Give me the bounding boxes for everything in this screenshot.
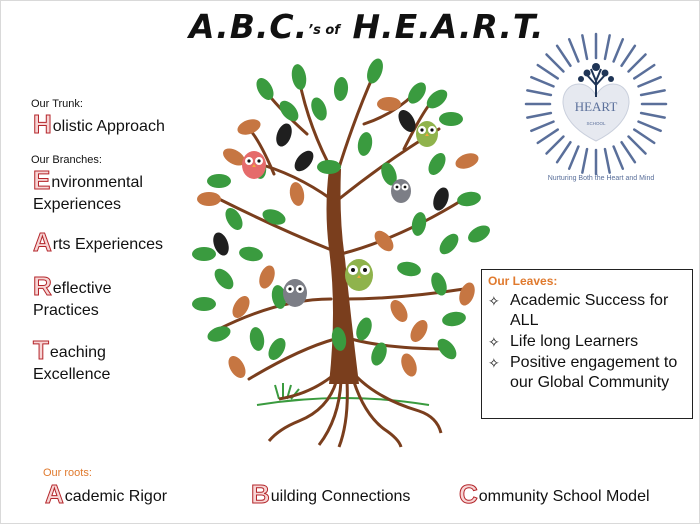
sunburst-ray bbox=[545, 135, 565, 155]
title-part2: ’s of bbox=[308, 23, 340, 38]
root-cap-letter: C bbox=[459, 479, 479, 509]
title-part3: H.E.A.R.T. bbox=[352, 7, 545, 46]
sunburst-ray bbox=[627, 135, 647, 155]
branch-item-teaching: Teaching Excellence bbox=[33, 337, 111, 386]
leaf-text: Positive engagement to our Global Commun… bbox=[510, 354, 678, 391]
branch-line2: Excellence bbox=[33, 366, 111, 383]
sunburst-ray bbox=[526, 89, 553, 97]
owl-icon-green-top bbox=[416, 121, 438, 147]
title-part1: A.B.C. bbox=[189, 7, 309, 46]
root-text: uilding Connections bbox=[270, 488, 411, 505]
star-bullet-icon: ✧ bbox=[488, 293, 500, 309]
owl-icon-red bbox=[242, 151, 266, 179]
sunburst-ray bbox=[526, 111, 553, 119]
branch-line1: nvironmental bbox=[51, 174, 143, 191]
branches-label: Our Branches: bbox=[31, 154, 102, 166]
sunburst-ray bbox=[639, 89, 666, 97]
owl-icon-green-large bbox=[345, 259, 373, 291]
sunburst-ray bbox=[632, 63, 656, 80]
trunk-label: Our Trunk: bbox=[31, 98, 83, 110]
sunburst-ray bbox=[545, 53, 565, 73]
trunk-cap-letter: H bbox=[33, 109, 53, 139]
heart-school-logo: HEART SCHOOL bbox=[524, 32, 668, 176]
root-text: cademic Rigor bbox=[64, 488, 168, 505]
branch-line1: rts Experiences bbox=[52, 236, 164, 253]
leaf-item: ✧ Positive engagement to our Global Comm… bbox=[488, 353, 686, 393]
root-text: ommunity School Model bbox=[478, 488, 650, 505]
sunburst-ray bbox=[567, 145, 580, 170]
branch-item-environmental: Environmental Experiences bbox=[32, 167, 143, 216]
grass-icon bbox=[274, 383, 300, 400]
root-item-building: Building Connections bbox=[251, 479, 411, 510]
leaves-box: Our Leaves: ✧ Academic Success for ALL ✧… bbox=[481, 269, 693, 419]
branch-line2: Experiences bbox=[33, 196, 122, 213]
branch-line1: eaching bbox=[49, 344, 106, 361]
sunburst-ray bbox=[639, 111, 666, 119]
leaves-title: Our Leaves: bbox=[488, 274, 558, 288]
branch-cap-letter: R bbox=[33, 271, 53, 301]
tree-leaves bbox=[192, 58, 490, 378]
branch-cap-letter: T bbox=[33, 335, 50, 365]
leaf-item: ✧ Academic Success for ALL bbox=[488, 291, 686, 331]
leaf-text: Life long Learners bbox=[510, 333, 639, 350]
sunburst-ray bbox=[555, 44, 572, 68]
logo-caption: Nurturing Both the Heart and Mind bbox=[547, 175, 655, 182]
sunburst-ray bbox=[627, 53, 647, 73]
logo-word: HEART bbox=[575, 99, 618, 114]
sunburst-ray bbox=[637, 120, 662, 133]
branch-line2: Practices bbox=[33, 302, 99, 319]
branch-cap-letter: E bbox=[32, 165, 51, 195]
owl-icon-gray-small bbox=[391, 179, 411, 203]
tree-roots bbox=[267, 375, 443, 448]
sunburst-ray bbox=[603, 147, 611, 174]
star-bullet-icon: ✧ bbox=[488, 334, 500, 350]
sunburst-ray bbox=[581, 147, 589, 174]
branch-item-arts: Arts Experiences bbox=[33, 229, 164, 256]
sunburst-ray bbox=[567, 38, 580, 63]
tree-illustration bbox=[192, 58, 490, 448]
logo-sub: SCHOOL bbox=[586, 121, 606, 126]
star-bullet-icon: ✧ bbox=[488, 355, 500, 371]
sunburst-ray bbox=[530, 120, 555, 133]
leaf-text: Academic Success for ALL bbox=[510, 292, 669, 329]
sunburst-ray bbox=[620, 140, 637, 164]
sunburst-ray bbox=[536, 128, 560, 145]
branch-cap-letter: A bbox=[33, 227, 53, 257]
leaf-item: ✧ Life long Learners bbox=[488, 332, 686, 352]
sunburst-ray bbox=[632, 128, 656, 145]
owl-icon-gray-large bbox=[283, 279, 307, 307]
trunk-text: olistic Approach bbox=[52, 118, 165, 135]
roots-label: Our roots: bbox=[43, 467, 92, 479]
sunburst-ray bbox=[612, 38, 625, 63]
sunburst-ray bbox=[536, 63, 560, 80]
trunk-item: Holistic Approach bbox=[33, 111, 165, 138]
root-cap-letter: A bbox=[45, 479, 65, 509]
root-item-academic: Academic Rigor bbox=[45, 479, 168, 510]
sunburst-ray bbox=[530, 75, 555, 88]
root-item-community: Community School Model bbox=[459, 481, 650, 510]
page-title: A.B.C.’s of H.E.A.R.T. bbox=[189, 7, 543, 46]
root-cap-letter: B bbox=[251, 479, 271, 509]
sunburst-ray bbox=[612, 145, 625, 170]
branch-line1: eflective bbox=[52, 280, 112, 297]
logo-tree-icon bbox=[586, 68, 606, 97]
sunburst-ray bbox=[581, 34, 589, 61]
sunburst-ray bbox=[555, 140, 572, 164]
ground-line bbox=[256, 397, 430, 406]
sunburst-ray bbox=[620, 44, 637, 68]
branch-item-reflective: Reflective Practices bbox=[33, 273, 112, 322]
sunburst-ray bbox=[603, 34, 611, 61]
sunburst-ray bbox=[637, 75, 662, 88]
sunburst-rays bbox=[524, 32, 668, 176]
